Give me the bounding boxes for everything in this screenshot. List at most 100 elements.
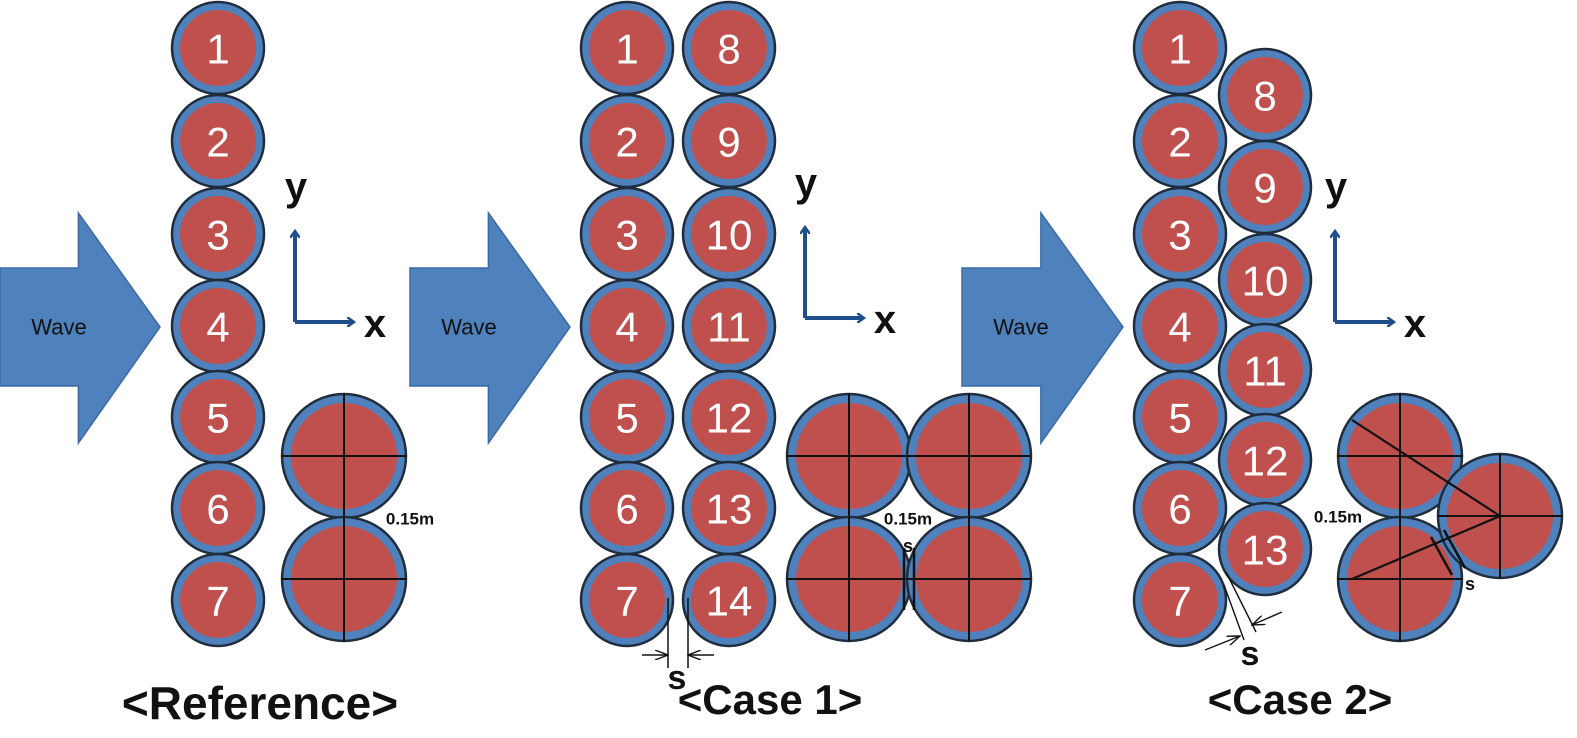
cylinder-number: 8 bbox=[1253, 73, 1276, 120]
cylinder: 8 bbox=[681, 0, 777, 96]
cylinder-number: 1 bbox=[206, 26, 229, 73]
wave-arrow bbox=[961, 210, 1124, 446]
cylinder-core bbox=[1142, 288, 1218, 364]
cylinder: 3 bbox=[579, 186, 675, 282]
cylinder: 14 bbox=[681, 552, 777, 648]
cylinder: 6 bbox=[170, 460, 266, 556]
cylinder: 11 bbox=[1217, 322, 1313, 418]
cylinder-core bbox=[1142, 103, 1218, 179]
cylinder: 9 bbox=[1217, 139, 1313, 235]
spacing-label: s bbox=[668, 659, 687, 697]
cylinder-number: 12 bbox=[706, 395, 753, 442]
cylinder-number: 6 bbox=[615, 486, 638, 533]
cylinder: 7 bbox=[1132, 552, 1228, 648]
cylinder-number: 7 bbox=[1168, 578, 1191, 625]
y-axis-label: y bbox=[1325, 165, 1348, 209]
cylinder-number: 4 bbox=[615, 304, 638, 351]
cylinder-number: 11 bbox=[1243, 348, 1287, 395]
detail-cylinder bbox=[905, 515, 1033, 643]
cylinder: 3 bbox=[1132, 186, 1228, 282]
cylinder: 7 bbox=[170, 552, 266, 648]
cylinder-core bbox=[691, 103, 767, 179]
caption-case-1: <Case 1> bbox=[677, 676, 863, 723]
cylinder-core bbox=[691, 470, 767, 546]
cylinder-number: 1 bbox=[615, 26, 638, 73]
cylinder: 10 bbox=[1217, 232, 1313, 328]
spacing-label: s bbox=[1465, 574, 1475, 594]
cylinder-number: 3 bbox=[1168, 212, 1191, 259]
cylinder-core bbox=[180, 379, 256, 455]
cylinder-core bbox=[1227, 149, 1303, 225]
cylinder-core bbox=[180, 103, 256, 179]
cylinder: 4 bbox=[579, 278, 675, 374]
x-axis-label: x bbox=[874, 298, 896, 342]
cylinder: 2 bbox=[1132, 93, 1228, 189]
cylinder-core bbox=[1142, 470, 1218, 546]
cylinder-core bbox=[691, 379, 767, 455]
cylinder: 12 bbox=[1217, 412, 1313, 508]
cylinder-number: 12 bbox=[1242, 438, 1289, 485]
cylinder-number: 10 bbox=[706, 212, 753, 259]
cylinder-number: 2 bbox=[1168, 119, 1191, 166]
cylinder-core bbox=[1142, 196, 1218, 272]
cylinder-number: 13 bbox=[1242, 527, 1289, 574]
cylinder-core bbox=[1227, 511, 1303, 587]
cylinder: 13 bbox=[681, 460, 777, 556]
cylinder: 6 bbox=[579, 460, 675, 556]
cylinder-number: 4 bbox=[206, 304, 229, 351]
wave-arrows: Wave Wave Wave bbox=[0, 210, 1124, 446]
cylinder-core bbox=[1142, 562, 1218, 638]
cylinder-core bbox=[589, 288, 665, 364]
detail-cylinder bbox=[1336, 392, 1464, 520]
cylinder-number: 5 bbox=[1168, 395, 1191, 442]
cylinder-number: 13 bbox=[706, 486, 753, 533]
cylinder-number: 3 bbox=[615, 212, 638, 259]
cylinder-number: 5 bbox=[615, 395, 638, 442]
cylinder-core bbox=[1227, 422, 1303, 498]
cylinder-core bbox=[180, 196, 256, 272]
cylinder-number: 4 bbox=[1168, 304, 1191, 351]
cylinder: 5 bbox=[1132, 369, 1228, 465]
cylinder-core bbox=[691, 196, 767, 272]
cylinder: 8 bbox=[1217, 47, 1313, 143]
wave-arrow bbox=[0, 210, 161, 446]
cylinder-number: 3 bbox=[206, 212, 229, 259]
cylinder: 1 bbox=[170, 0, 266, 96]
caption-reference: <Reference> bbox=[121, 677, 399, 729]
cylinder-number: 9 bbox=[717, 119, 740, 166]
wave-label: Wave bbox=[441, 315, 496, 340]
cylinder-core bbox=[180, 10, 256, 86]
center-lines bbox=[1351, 419, 1503, 581]
cylinder-core bbox=[1142, 379, 1218, 455]
cylinder-core bbox=[589, 103, 665, 179]
cylinder: 4 bbox=[170, 278, 266, 374]
cylinder: 10 bbox=[681, 186, 777, 282]
cylinder-core bbox=[180, 288, 256, 364]
caption-case-2: <Case 2> bbox=[1207, 676, 1393, 723]
cylinder-number: 2 bbox=[615, 119, 638, 166]
cylinder: 4 bbox=[1132, 278, 1228, 374]
cylinder-number: 6 bbox=[206, 486, 229, 533]
wave-label: Wave bbox=[993, 315, 1048, 340]
cylinder: 1 bbox=[1132, 0, 1228, 96]
cylinder: 13 bbox=[1217, 501, 1313, 597]
spacing-label: s bbox=[903, 536, 913, 556]
cylinder-core bbox=[589, 470, 665, 546]
cylinder: 5 bbox=[170, 369, 266, 465]
cylinder-number: 7 bbox=[615, 578, 638, 625]
cylinder: 9 bbox=[681, 93, 777, 189]
cylinder: 12 bbox=[681, 369, 777, 465]
cylinder: 6 bbox=[1132, 460, 1228, 556]
cylinder-core bbox=[1227, 332, 1303, 408]
y-axis-label: y bbox=[285, 165, 308, 209]
detail-cylinder bbox=[280, 392, 408, 520]
dim-arrow bbox=[1204, 636, 1240, 651]
detail-cylinder bbox=[785, 392, 913, 520]
wave-label: Wave bbox=[31, 315, 86, 340]
gap-label: 0.15m bbox=[884, 510, 932, 529]
cylinder-number: 7 bbox=[206, 578, 229, 625]
cylinder: 5 bbox=[579, 369, 675, 465]
